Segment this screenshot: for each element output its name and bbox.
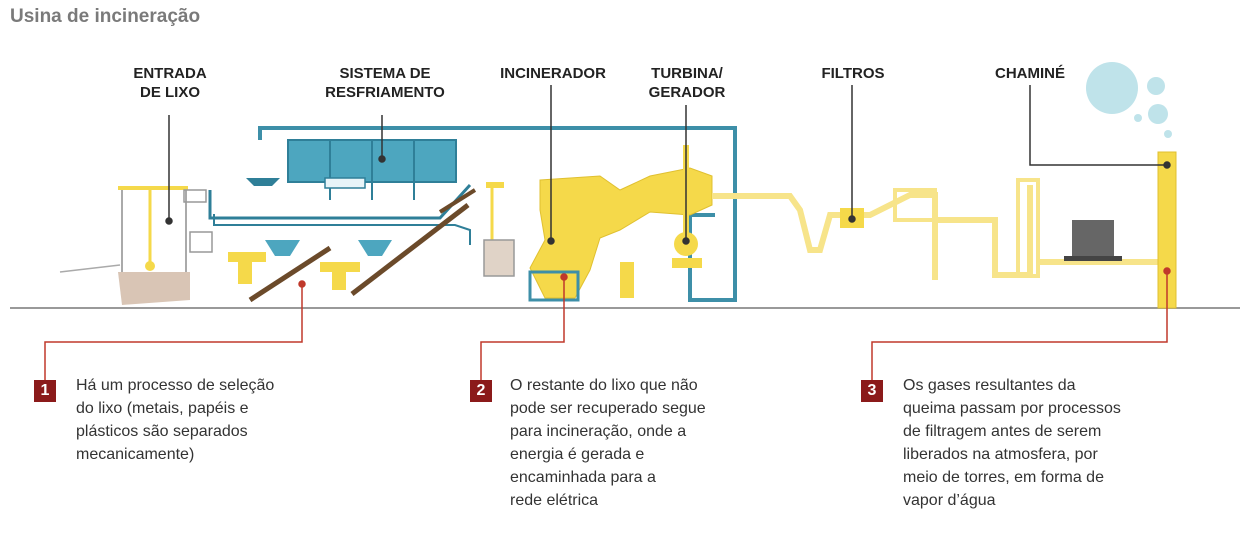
label-sistema: SISTEMA DE RESFRIAMENTO xyxy=(325,65,445,101)
label-turbina: TURBINA/ GERADOR xyxy=(648,65,726,101)
step-badge-1: 1 xyxy=(34,380,56,402)
step-badge-3: 3 xyxy=(861,380,883,402)
steam-icon xyxy=(1086,62,1172,138)
cooling-system xyxy=(208,139,472,256)
waste-entrance xyxy=(118,186,213,305)
step-text-3: Os gases resultantes da queima passam po… xyxy=(903,377,1121,509)
label-entrada: ENTRADA DE LIXO xyxy=(133,65,207,101)
label-incinerador: INCINERADOR xyxy=(500,65,606,82)
label-filtros: FILTROS xyxy=(821,65,885,82)
ground-slope xyxy=(59,264,121,273)
step-text-2: O restante do lixo que não pode ser recu… xyxy=(510,377,706,509)
incinerator xyxy=(528,167,713,302)
leader-lines xyxy=(165,85,1171,245)
label-chamine: CHAMINÉ xyxy=(995,65,1065,82)
flue-pipe xyxy=(712,185,1160,280)
step-pointers xyxy=(44,267,1171,380)
sorting-machines xyxy=(228,182,515,303)
step-text-1: Há um processo de seleção do lixo (metai… xyxy=(76,377,275,463)
step-badge-2: 2 xyxy=(470,380,492,402)
diagram-title: Usina de incineração xyxy=(10,6,201,27)
